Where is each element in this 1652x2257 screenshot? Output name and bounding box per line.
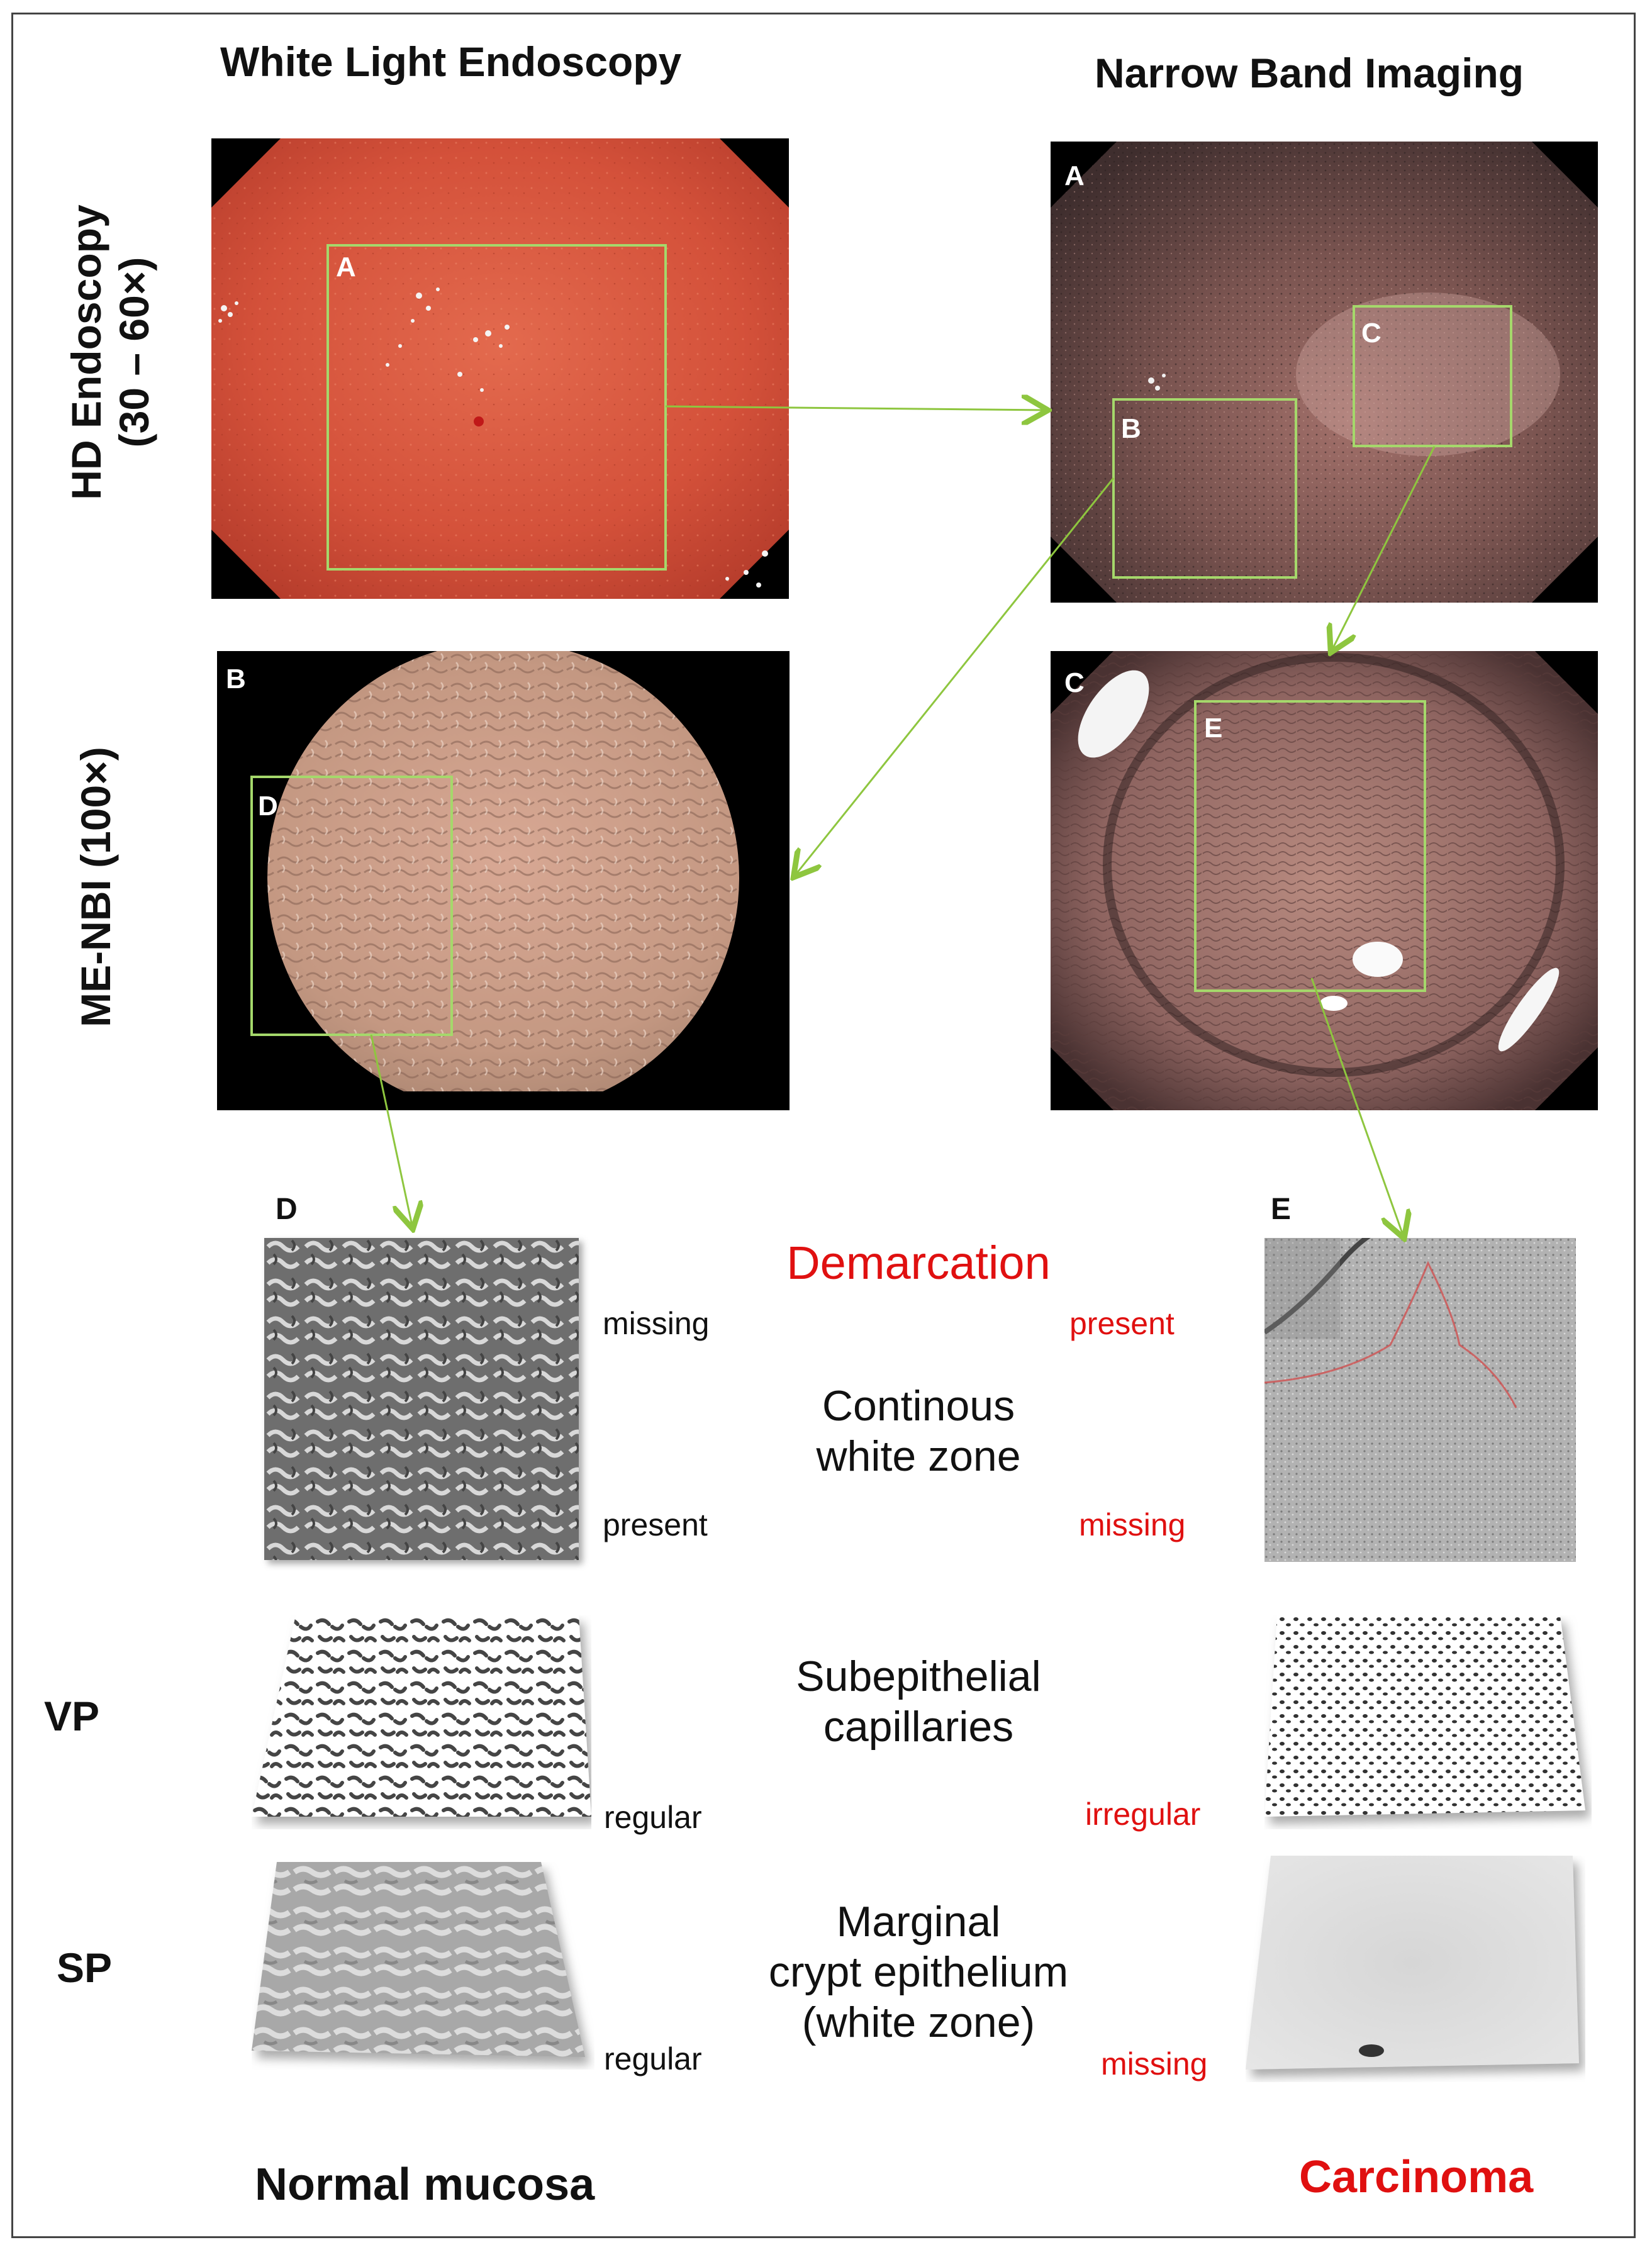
crop-e-image <box>1264 1238 1576 1562</box>
feature-demarcation: Demarcation <box>786 1237 1051 1289</box>
menbi-label-b: B <box>226 664 246 694</box>
nbi-label-c: C <box>1361 318 1381 348</box>
crop-label-d: D <box>276 1193 298 1226</box>
feature-subepithelial-line2: capillaries <box>823 1703 1014 1751</box>
carcinoma-sp-value: missing <box>1101 2046 1208 2081</box>
feature-white-zone: Continous white zone <box>692 1381 1145 1481</box>
carcinoma-vp-value: irregular <box>1085 1797 1201 1832</box>
vp-normal-image <box>252 1615 591 1829</box>
header-white-light: White Light Endoscopy <box>220 38 682 85</box>
nbi-label-b: B <box>1121 413 1141 444</box>
feature-subepithelial: Subepithelial capillaries <box>692 1651 1145 1752</box>
menbi-label-d: D <box>258 791 278 822</box>
row-label-sp: SP <box>57 1944 113 1991</box>
feature-marginal-line2: crypt epithelium <box>768 1948 1069 1997</box>
normal-vp-value: regular <box>604 1800 702 1835</box>
menbi-label-e: E <box>1204 713 1223 744</box>
feature-white-zone-line1: Continous <box>822 1382 1015 1430</box>
nbi-hd-panel: A B C <box>1051 142 1598 603</box>
row-label-vp: VP <box>44 1693 100 1739</box>
wl-label-a: A <box>336 252 356 282</box>
footer-carcinoma: Carcinoma <box>1299 2152 1534 2202</box>
footer-normal-mucosa: Normal mucosa <box>255 2159 595 2210</box>
feature-marginal-line3: (white zone) <box>801 1998 1035 2047</box>
menbi-b-panel: B D <box>217 651 790 1110</box>
crop-label-e: E <box>1271 1193 1292 1226</box>
feature-marginal: Marginal crypt epithelium (white zone) <box>667 1897 1170 2048</box>
menbi-c-panel: C E <box>1051 651 1598 1110</box>
sp-carcinoma-image <box>1246 1856 1585 2082</box>
carcinoma-white-zone-value: missing <box>1079 1507 1186 1542</box>
nbi-label-a: A <box>1064 160 1085 191</box>
crop-d-image <box>264 1238 579 1560</box>
normal-sp-value: regular <box>604 2041 702 2076</box>
feature-white-zone-line2: white zone <box>816 1432 1021 1481</box>
feature-marginal-line1: Marginal <box>836 1898 1001 1946</box>
normal-white-zone-value: present <box>603 1507 708 1542</box>
wl-hd-panel: A <box>211 138 789 599</box>
menbi-label-c: C <box>1064 667 1085 698</box>
figure-frame <box>11 13 1636 2238</box>
feature-subepithelial-line1: Subepithelial <box>796 1652 1041 1700</box>
carcinoma-demarcation-value: present <box>1069 1306 1175 1341</box>
header-nbi: Narrow Band Imaging <box>1095 50 1524 96</box>
vp-carcinoma-image <box>1264 1615 1592 1829</box>
normal-demarcation-value: missing <box>603 1306 710 1341</box>
sp-normal-image <box>252 1862 594 2070</box>
